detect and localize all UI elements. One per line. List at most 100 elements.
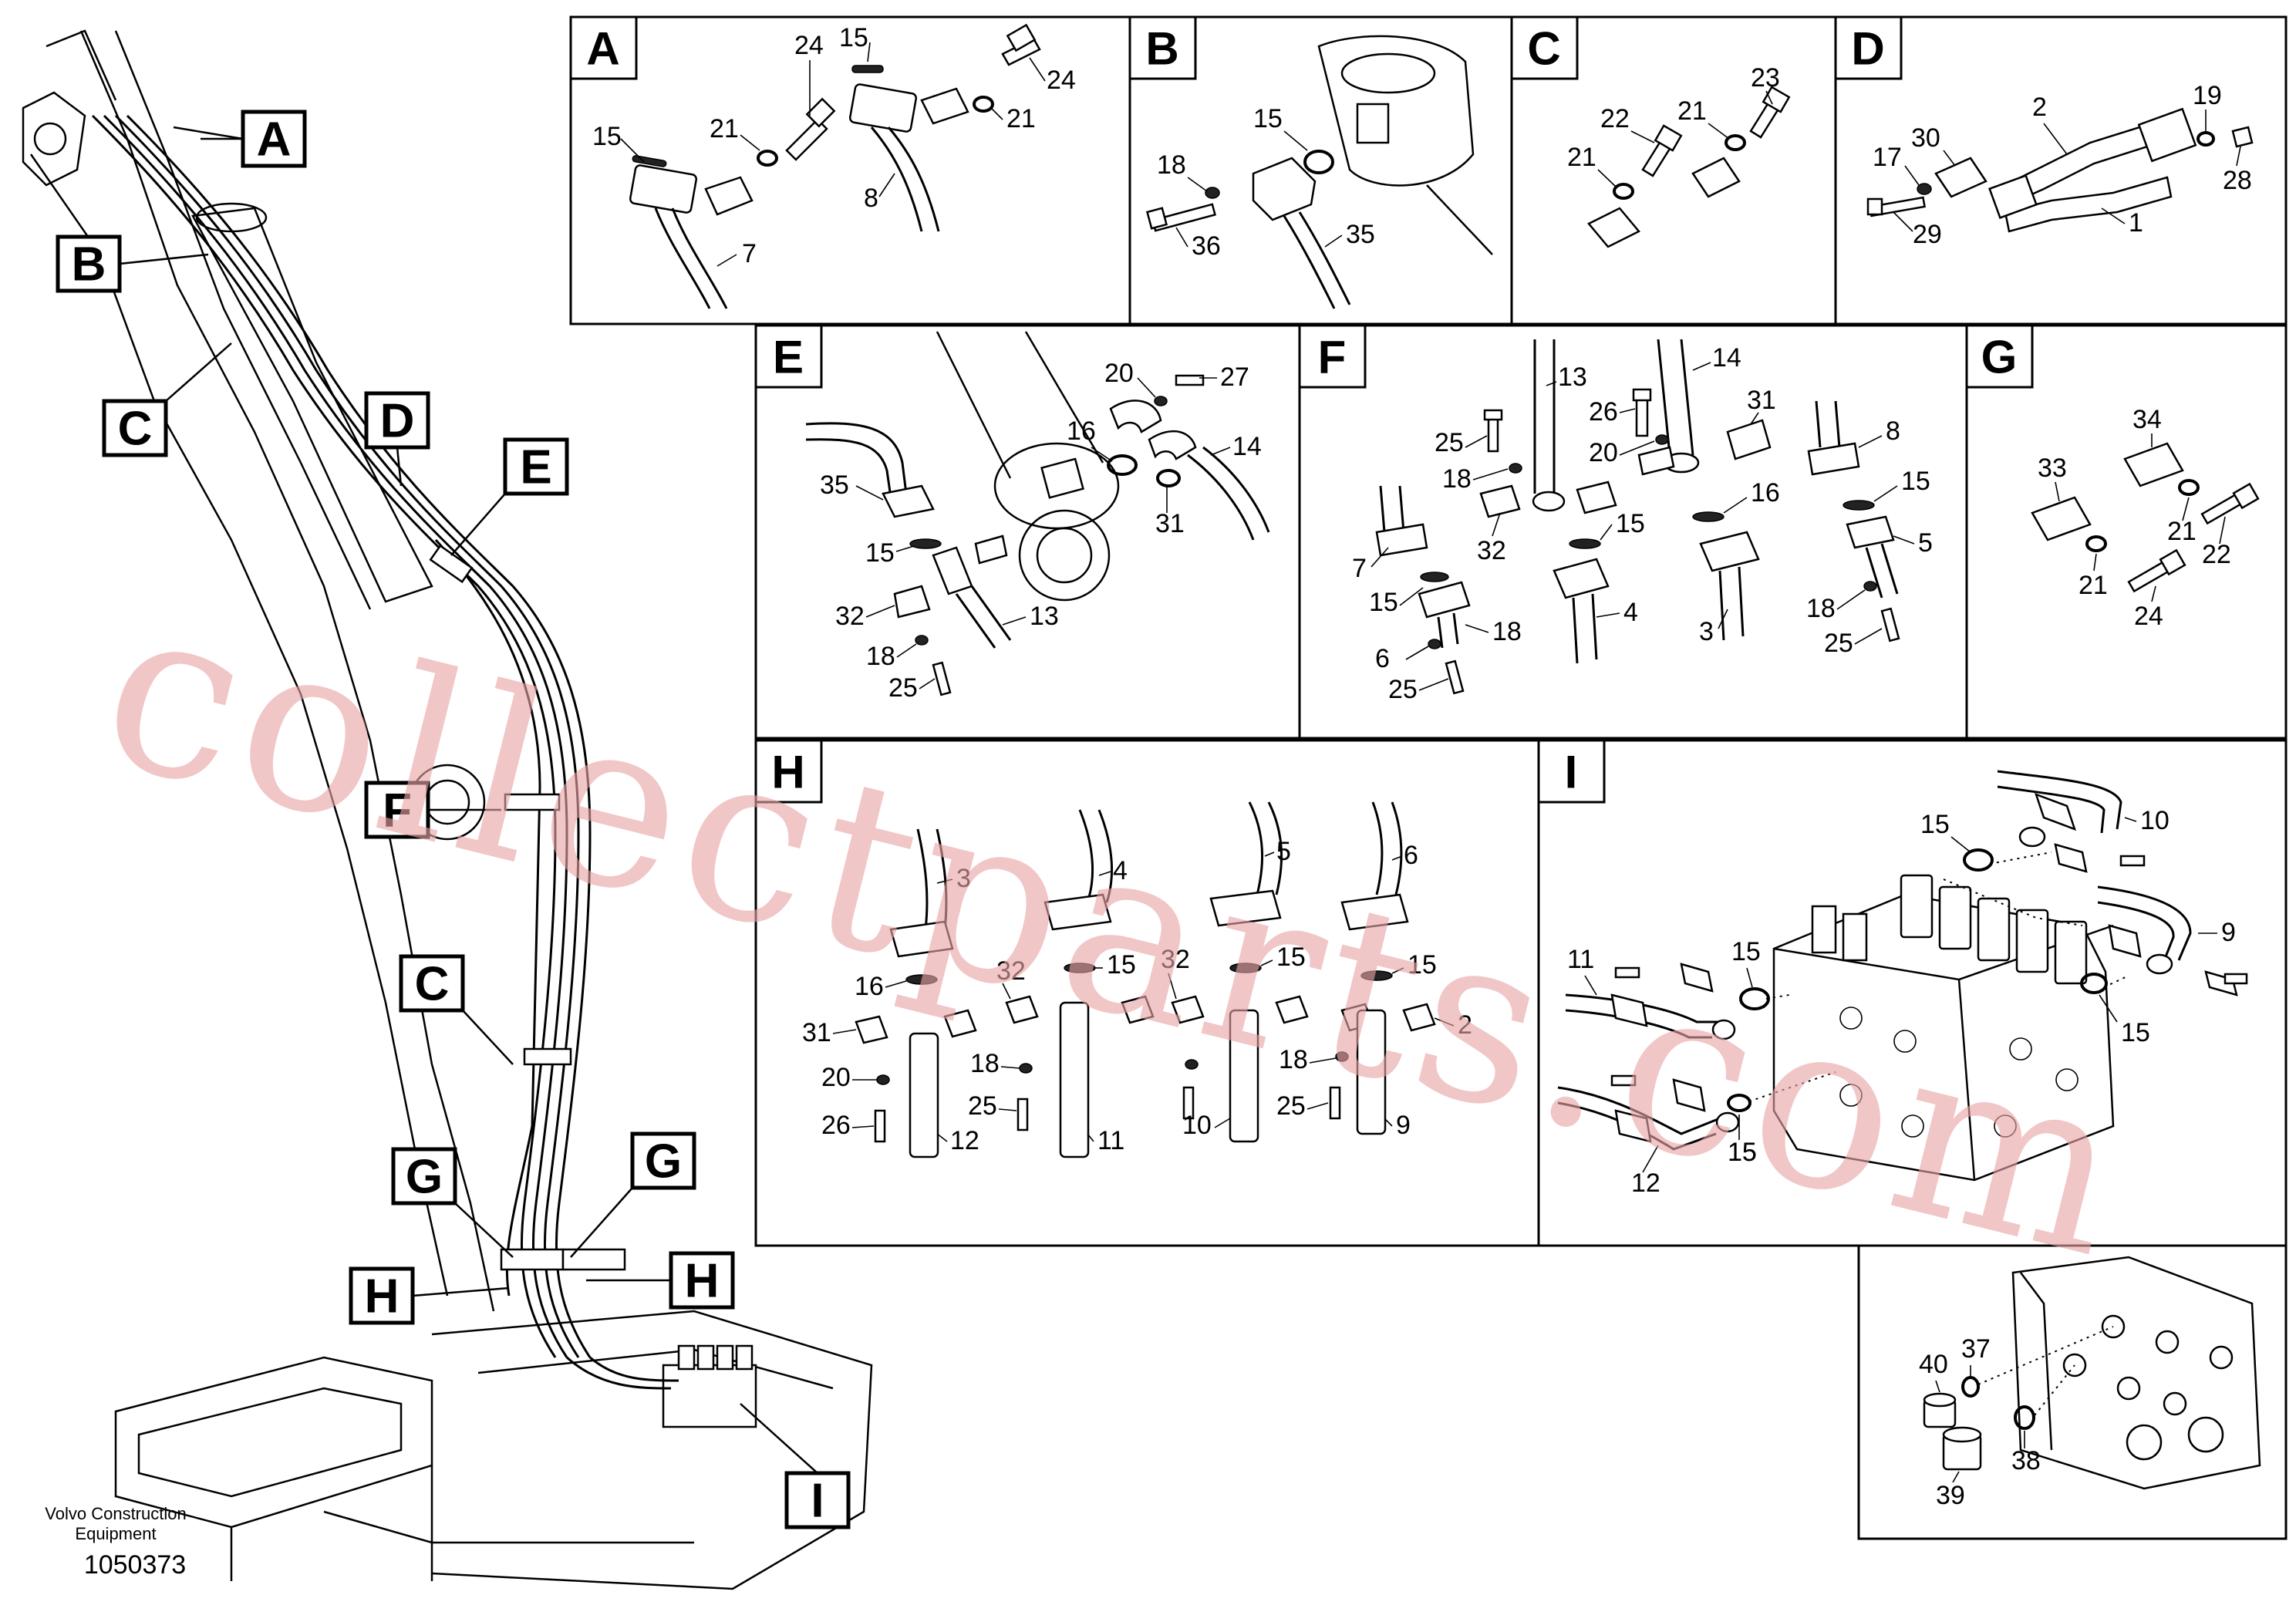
part-number-label: 10 <box>1182 1111 1212 1140</box>
panel-c: C 23 22 21 21 <box>1510 15 1837 325</box>
part-number-label: 21 <box>2079 571 2108 600</box>
part-number-label: 20 <box>821 1063 851 1092</box>
panel-h: H <box>754 739 1540 1247</box>
part-number-label: 18 <box>866 642 895 671</box>
part-number-label: 21 <box>1677 96 1707 126</box>
panel-a: A 15 24 21 15 21 24 8 7 <box>569 15 1131 325</box>
part-number-label: 18 <box>1442 464 1472 494</box>
part-number-label: 14 <box>1712 343 1741 373</box>
callout-g-right[interactable]: G <box>630 1131 696 1190</box>
part-number-label: 18 <box>1279 1045 1308 1074</box>
part-number-label: 32 <box>1161 945 1190 974</box>
hose-column-4 <box>1329 801 1436 1135</box>
part-number-label: 8 <box>1886 416 1900 446</box>
part-number-label: 35 <box>820 470 849 500</box>
part-number-label: 18 <box>1806 594 1836 623</box>
part-number-label: 33 <box>2038 454 2067 483</box>
part-number-label: 25 <box>1435 428 1464 457</box>
part-number-label: 2 <box>1458 1010 1472 1040</box>
callout-b-label: B <box>72 238 106 292</box>
part-number-label: 9 <box>2221 918 2236 947</box>
part-number-label: 25 <box>1276 1091 1306 1121</box>
part-number-label: 25 <box>1824 629 1853 658</box>
part-number-label: 22 <box>1600 104 1630 133</box>
part-number-label: 32 <box>1477 536 1506 565</box>
part-number-label: 15 <box>1920 810 1950 839</box>
part-number-label: 15 <box>1728 1138 1757 1167</box>
part-number-label: 13 <box>1030 602 1059 631</box>
part-number-label: 29 <box>1913 220 1942 249</box>
part-number-label: 32 <box>996 956 1026 986</box>
callout-c-lower-label: C <box>415 958 450 1011</box>
part-number-label: 21 <box>1006 104 1036 133</box>
part-number-label: 23 <box>1751 63 1780 93</box>
callout-h-left-label: H <box>365 1270 400 1324</box>
part-number-label: 39 <box>1936 1481 1965 1510</box>
callout-b[interactable]: B <box>56 234 122 293</box>
drawing-number: 1050373 <box>84 1550 186 1580</box>
part-number-label: 15 <box>1731 937 1761 966</box>
part-number-label: 13 <box>1558 363 1587 392</box>
part-number-label: 25 <box>1388 675 1418 704</box>
part-number-label: 37 <box>1961 1334 1991 1364</box>
callout-i[interactable]: I <box>784 1471 851 1529</box>
part-number-label: 38 <box>2011 1446 2041 1475</box>
callout-h-left[interactable]: H <box>349 1266 415 1325</box>
part-number-label: 22 <box>2202 540 2231 569</box>
part-number-label: 1 <box>2129 208 2143 238</box>
panel-f-letter: F <box>1318 332 1347 383</box>
callout-f[interactable]: F <box>364 781 430 839</box>
callout-h-right[interactable]: H <box>669 1251 735 1310</box>
callout-d[interactable]: D <box>364 391 430 450</box>
part-number-label: 15 <box>1901 467 1930 496</box>
panel-g: G 34 33 21 22 21 24 <box>1965 324 2288 740</box>
part-number-label: 15 <box>1253 104 1283 133</box>
part-number-label: 26 <box>1589 397 1618 427</box>
panel-plate: 37 40 38 39 <box>1857 1244 2288 1540</box>
part-number-label: 21 <box>1567 143 1596 172</box>
part-number-label: 15 <box>592 122 622 151</box>
panel-a-letter: A <box>586 23 619 75</box>
panel-d-letter: D <box>1851 23 1884 75</box>
boom-callouts: A B C D E F C <box>56 110 851 1529</box>
part-number-label: 20 <box>1589 438 1618 467</box>
panel-g-letter: G <box>1981 332 2018 383</box>
part-number-label: 19 <box>2193 81 2222 110</box>
part-number-label: 18 <box>1157 150 1186 180</box>
hose-column-1 <box>855 828 977 1158</box>
callout-d-label: D <box>380 395 415 448</box>
part-number-label: 12 <box>1631 1168 1660 1198</box>
callout-g-left[interactable]: G <box>391 1147 457 1206</box>
part-number-label: 8 <box>864 184 878 213</box>
part-number-label: 16 <box>1751 478 1780 508</box>
part-number-label: 21 <box>2167 517 2197 546</box>
part-number-label: 12 <box>950 1126 979 1155</box>
panel-c-letter: C <box>1527 23 1560 75</box>
panel-e: E 20 27 16 14 <box>754 324 1301 740</box>
callout-c-upper-label: C <box>118 403 153 456</box>
part-number-label: 15 <box>1107 950 1136 980</box>
part-number-label: 31 <box>1747 386 1776 415</box>
hose-column-2 <box>1005 809 1155 1158</box>
callout-g-right-label: G <box>645 1135 682 1189</box>
callout-e[interactable]: E <box>503 437 569 496</box>
part-number-label: 15 <box>1728 1138 1757 1167</box>
part-number-label: 5 <box>1276 837 1291 866</box>
callout-a-label: A <box>257 113 292 167</box>
panel-i: I <box>1537 739 2288 1247</box>
part-number-label: 14 <box>1232 432 1262 461</box>
part-number-label: 2 <box>2032 93 2047 122</box>
part-number-label: 16 <box>1067 416 1096 446</box>
part-number-label: 30 <box>1911 123 1940 153</box>
callout-c-lower[interactable]: C <box>399 954 465 1013</box>
callout-c-upper[interactable]: C <box>102 399 168 457</box>
part-number-label: 24 <box>1047 66 1076 95</box>
part-number-label: 26 <box>821 1111 851 1140</box>
part-number-label: 16 <box>855 972 884 1001</box>
part-number-label: 24 <box>2134 602 2163 631</box>
footer-company-line2: Equipment <box>75 1524 156 1543</box>
callout-a[interactable]: A <box>241 110 307 168</box>
boom-overview <box>22 29 873 1590</box>
callout-h-right-label: H <box>685 1255 720 1308</box>
